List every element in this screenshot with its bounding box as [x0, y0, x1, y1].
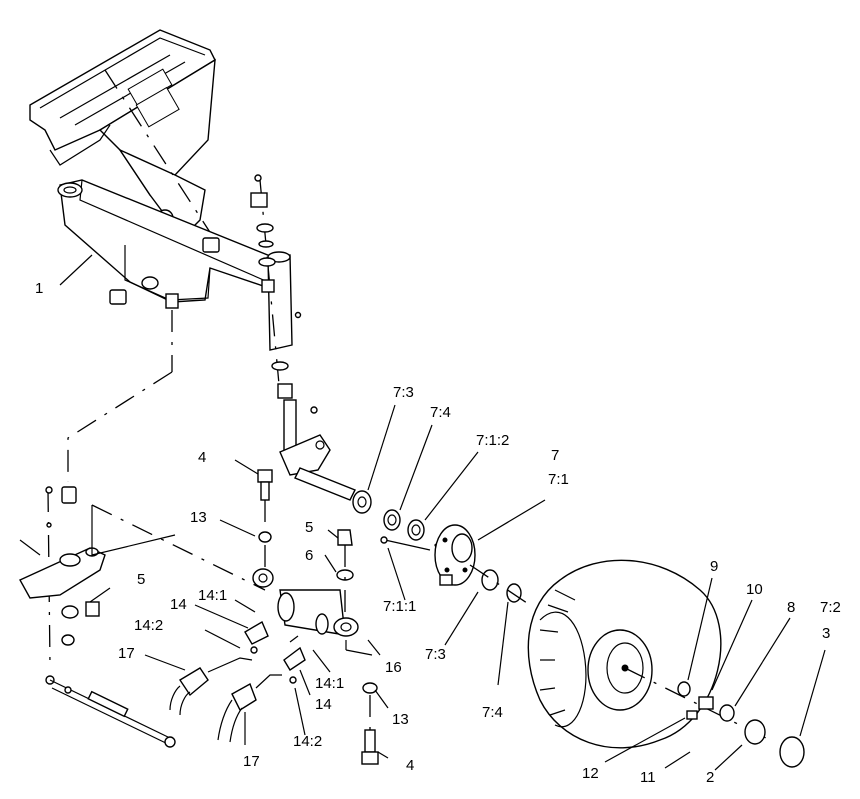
washer [352, 490, 372, 514]
washer [362, 682, 378, 694]
callout-12: 12 [582, 765, 599, 782]
callout-5-mid: 5 [305, 519, 314, 536]
nut [337, 529, 353, 546]
callout-10: 10 [746, 581, 763, 598]
callout-7-4-bottom: 7:4 [482, 704, 503, 721]
callout-17-bottom: 17 [243, 753, 260, 770]
bearing [506, 583, 522, 603]
bushing [202, 237, 220, 253]
steering-stack [250, 174, 302, 399]
callout-1: 1 [35, 280, 44, 297]
centerline [91, 505, 176, 556]
callout-13-top: 13 [190, 509, 207, 526]
callout-7-3-top: 7:3 [393, 384, 414, 401]
callout-14-right: 14 [315, 696, 332, 713]
callout-11: 11 [640, 769, 656, 786]
washer [677, 681, 691, 697]
centerline [91, 504, 266, 591]
callout-14-1-left: 14:1 [198, 587, 228, 604]
callout-17-left: 17 [118, 645, 135, 662]
tie-rod [45, 675, 176, 748]
bolt-shank [364, 729, 376, 753]
bearing-cup [481, 569, 499, 591]
callout-7-4-top: 7:4 [430, 404, 451, 421]
callout-4-bottom: 4 [406, 757, 415, 774]
wheel-tire [527, 559, 722, 749]
callout-14-2-left: 14:2 [134, 617, 164, 634]
callout-4-top: 4 [198, 449, 207, 466]
callout-14-2-bottom: 14:2 [293, 733, 323, 750]
nut [686, 710, 698, 720]
bushing [744, 719, 766, 745]
bolt-shank [260, 481, 270, 501]
callout-3: 3 [822, 625, 831, 642]
centerline [469, 564, 531, 606]
callout-13-bottom: 13 [392, 711, 409, 728]
nut [698, 696, 714, 710]
bolt-head [257, 469, 273, 483]
fitting [283, 646, 306, 671]
callout-2: 2 [706, 769, 715, 786]
hydraulic-hose [169, 667, 209, 716]
washer [258, 531, 272, 543]
callout-7-1: 7:1 [548, 471, 569, 488]
callout-7-1-2: 7:1:2 [476, 432, 510, 449]
callout-6: 6 [305, 547, 314, 564]
callout-14-1-right: 14:1 [315, 675, 345, 692]
hub-bolt [384, 539, 431, 551]
callout-9: 9 [710, 558, 719, 575]
callout-5-left: 5 [137, 571, 146, 588]
bearing-cup [407, 519, 425, 541]
bushing [109, 289, 127, 305]
bushing [61, 486, 77, 504]
callout-7-3-bottom: 7:3 [425, 646, 446, 663]
centerline [47, 489, 51, 666]
callout-7-1-1: 7:1:1 [383, 598, 417, 615]
wheel-hub [434, 524, 476, 586]
spindle [279, 399, 356, 501]
centerline [67, 371, 173, 482]
bolt-head [361, 751, 379, 765]
o-ring [289, 676, 297, 684]
fitting [244, 620, 269, 645]
steering-cylinder [252, 568, 359, 637]
washer [61, 605, 79, 619]
callout-7-2: 7:2 [820, 599, 841, 616]
bearing [383, 509, 401, 531]
callout-7: 7 [551, 447, 560, 464]
washer [61, 634, 75, 646]
o-ring [250, 646, 258, 654]
dust-cap [779, 736, 805, 768]
leader-line [59, 254, 93, 286]
nut [85, 601, 100, 617]
hydraulic-hose [217, 682, 257, 743]
callout-8: 8 [787, 599, 796, 616]
callout-16: 16 [385, 659, 402, 676]
seal [719, 704, 735, 722]
callout-14-left: 14 [170, 596, 187, 613]
